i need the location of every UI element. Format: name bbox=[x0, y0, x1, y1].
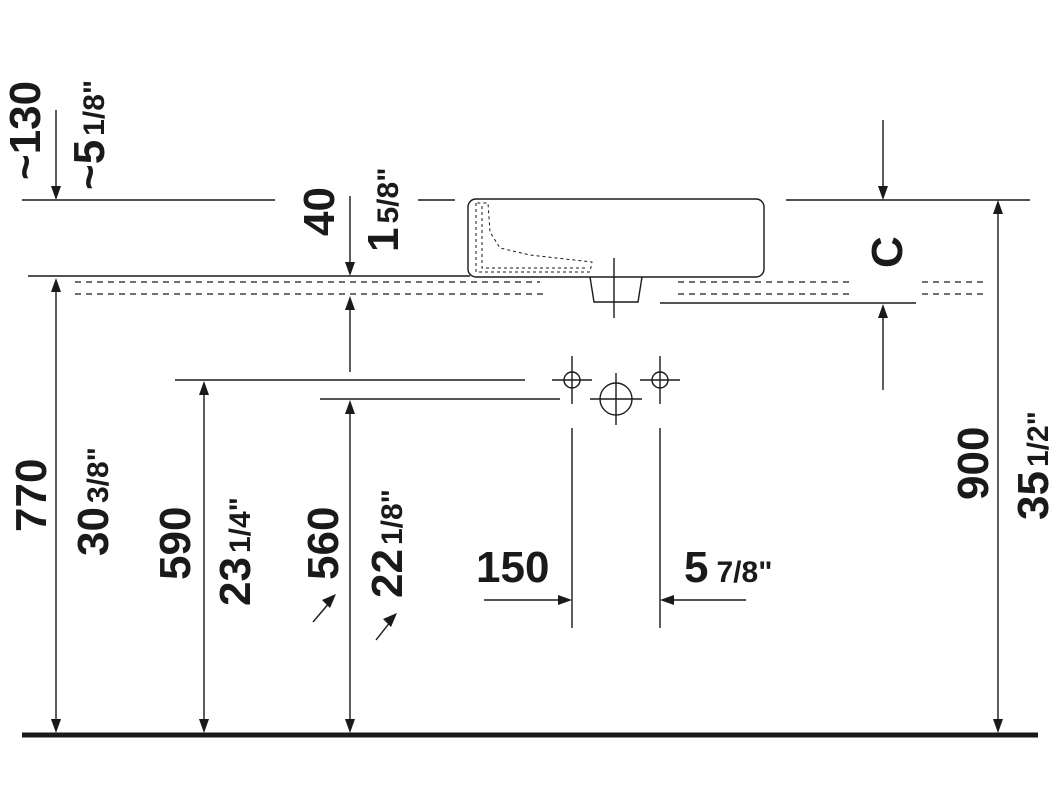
label-150-in-whole: 5 bbox=[684, 543, 708, 592]
label-rim-mm: 40 bbox=[295, 187, 344, 236]
supply-symbols bbox=[175, 356, 680, 628]
label-150-in-frac: 7/8" bbox=[716, 556, 772, 589]
label-770-in-frac: 3/8" bbox=[82, 447, 115, 503]
label-150-mm: 150 bbox=[476, 543, 549, 592]
basin-outline bbox=[467, 198, 765, 278]
basin bbox=[467, 198, 765, 318]
label-770-mm: 770 bbox=[7, 459, 56, 532]
label-560-mm: 560 bbox=[299, 507, 348, 580]
label-rim-in-frac: 5/8" bbox=[372, 168, 405, 224]
label-900-in: 35 1/2" bbox=[1009, 411, 1052, 520]
label-560-in: 22 1/8" bbox=[363, 489, 412, 598]
label-770-in: 30 3/8" bbox=[69, 447, 118, 556]
basin-inner-hidden-2 bbox=[481, 206, 585, 269]
label-top-in-whole: ~5 bbox=[65, 140, 114, 190]
basin-inner-hidden-1 bbox=[475, 202, 593, 273]
label-770-in-whole: 30 bbox=[69, 507, 118, 556]
label-c: C bbox=[863, 236, 912, 268]
label-560-in-whole: 22 bbox=[363, 549, 412, 598]
label-rim-in-whole: 1 bbox=[359, 228, 408, 252]
label-rim-in: 1 5/8" bbox=[359, 168, 408, 252]
label-top-in-frac: 1/8" bbox=[78, 80, 111, 136]
label-900-in-whole: 35 bbox=[1009, 471, 1052, 520]
label-590-in: 23 1/4" bbox=[211, 497, 260, 606]
label-top-mm: ~130 bbox=[1, 81, 50, 180]
label-590-in-frac: 1/4" bbox=[224, 497, 257, 553]
label-590-mm: 590 bbox=[151, 507, 200, 580]
label-900-mm: 900 bbox=[949, 427, 998, 500]
drain-body bbox=[589, 276, 643, 303]
label-top-in: ~5 1/8" bbox=[65, 80, 114, 190]
label-590-in-whole: 23 bbox=[211, 557, 260, 606]
label-560-in-frac: 1/8" bbox=[376, 489, 409, 545]
label-900-in-frac: 1/2" bbox=[1022, 411, 1052, 467]
